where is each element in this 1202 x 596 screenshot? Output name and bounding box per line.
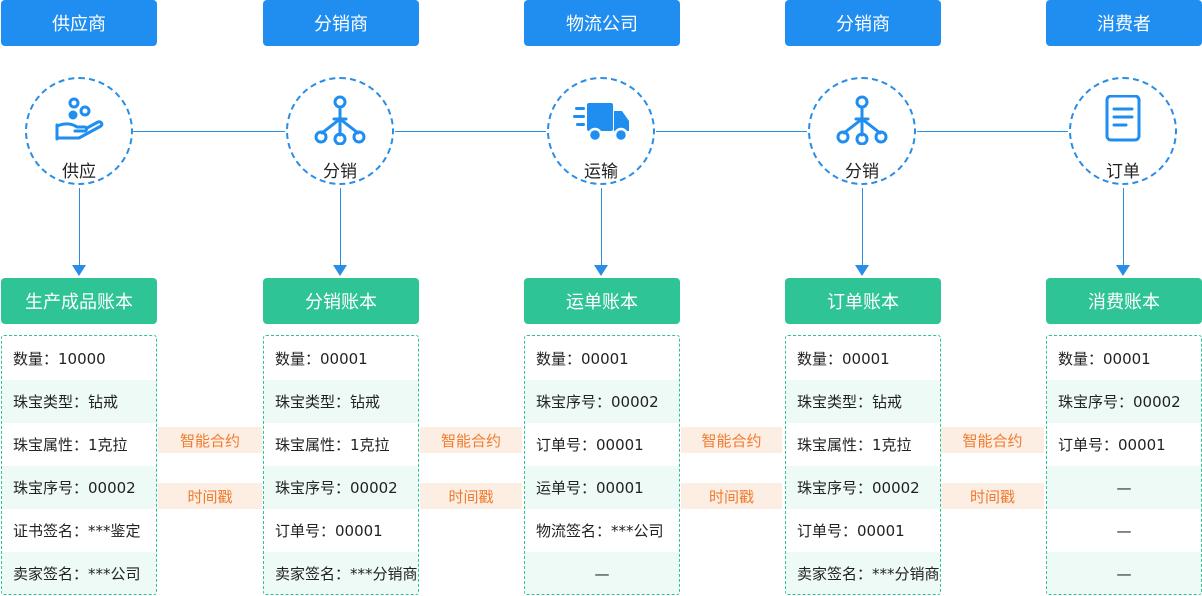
record-field: 数量：00001 — [536, 350, 629, 368]
ledger-order: 订单账本 — [785, 278, 941, 324]
delivery-truck-icon — [573, 103, 629, 143]
smart-contract-label: 智能合约 — [681, 427, 782, 453]
record-field: 物流签名：***公司 — [536, 522, 664, 540]
distribution-tree-icon — [314, 95, 366, 145]
stage-order: 订单 — [1069, 77, 1177, 185]
down-line — [601, 188, 602, 267]
record-field: 珠宝序号：00002 — [786, 466, 940, 509]
ledger-production: 生产成品账本 — [1, 278, 157, 324]
timestamp-label: 时间戳 — [158, 483, 262, 509]
stage-label: 分销 — [845, 162, 879, 182]
record-field: 订单号：00001 — [275, 522, 383, 540]
record-field: 珠宝序号：00002 — [525, 380, 679, 423]
record-field: 卖家签名：***分销商 — [264, 552, 418, 594]
flow-line — [917, 131, 1068, 132]
document-icon — [1105, 95, 1141, 142]
record-field: — — [1047, 466, 1201, 509]
record-field: 卖家签名：***分销商 — [786, 552, 940, 594]
record-field: 珠宝类型：钻戒 — [264, 380, 418, 423]
header-distributor-2: 分销商 — [785, 0, 941, 46]
stage-label: 分销 — [323, 162, 357, 182]
record-field: 数量：00001 — [275, 350, 368, 368]
down-arrow-icon — [594, 265, 608, 276]
record-field: 订单号：00001 — [536, 436, 644, 454]
record-field: 订单号：00001 — [797, 522, 905, 540]
record-field: — — [1116, 521, 1132, 540]
record-box-consumption: 数量：00001 珠宝序号：00002 订单号：00001 — — — — [1046, 335, 1202, 595]
down-arrow-icon — [855, 265, 869, 276]
stage-supply: 供应 — [25, 77, 133, 185]
hand-giving-icon — [55, 97, 104, 141]
flow-line — [395, 131, 546, 132]
record-field: 数量：00001 — [1058, 350, 1151, 368]
record-field: — — [525, 552, 679, 594]
ledger-consumption: 消费账本 — [1046, 278, 1202, 324]
ledger-distribution: 分销账本 — [263, 278, 419, 324]
record-field: 珠宝属性：1克拉 — [13, 436, 128, 454]
record-field: 卖家签名：***公司 — [2, 552, 156, 594]
down-arrow-icon — [333, 265, 347, 276]
record-field: 证书签名：***鉴定 — [13, 522, 141, 540]
record-field: 珠宝类型：钻戒 — [2, 380, 156, 423]
timestamp-label: 时间戳 — [681, 483, 782, 509]
header-supplier: 供应商 — [1, 0, 157, 46]
down-line — [79, 188, 80, 267]
distribution-tree-icon — [836, 95, 888, 145]
smart-contract-label: 智能合约 — [158, 427, 262, 453]
stage-distribution-2: 分销 — [808, 77, 916, 185]
header-logistics: 物流公司 — [524, 0, 680, 46]
down-arrow-icon — [72, 265, 86, 276]
down-line — [340, 188, 341, 267]
record-box-waybill: 数量：00001 珠宝序号：00002 订单号：00001 运单号：00001 … — [524, 335, 680, 595]
record-field: 珠宝序号：00002 — [264, 466, 418, 509]
down-line — [1123, 188, 1124, 267]
record-field: 订单号：00001 — [1058, 436, 1166, 454]
down-line — [862, 188, 863, 267]
record-field: 珠宝序号：00002 — [2, 466, 156, 509]
stage-label: 供应 — [62, 162, 96, 182]
timestamp-label: 时间戳 — [941, 483, 1044, 509]
flow-line — [656, 131, 807, 132]
flow-line — [133, 131, 285, 132]
stage-label: 运输 — [584, 162, 618, 182]
record-field: 珠宝属性：1克拉 — [275, 436, 390, 454]
record-box-production: 数量：10000 珠宝类型：钻戒 珠宝属性：1克拉 珠宝序号：00002 证书签… — [1, 335, 157, 595]
down-arrow-icon — [1116, 265, 1130, 276]
timestamp-label: 时间戳 — [420, 483, 522, 509]
record-field: 数量：10000 — [13, 350, 106, 368]
header-distributor-1: 分销商 — [263, 0, 419, 46]
record-box-distribution: 数量：00001 珠宝类型：钻戒 珠宝属性：1克拉 珠宝序号：00002 订单号… — [263, 335, 419, 595]
record-field: 珠宝类型：钻戒 — [786, 380, 940, 423]
record-box-order: 数量：00001 珠宝类型：钻戒 珠宝属性：1克拉 珠宝序号：00002 订单号… — [785, 335, 941, 595]
record-field: 数量：00001 — [797, 350, 890, 368]
smart-contract-label: 智能合约 — [420, 427, 522, 453]
header-consumer: 消费者 — [1046, 0, 1202, 46]
stage-label: 订单 — [1106, 162, 1140, 182]
smart-contract-label: 智能合约 — [941, 427, 1044, 453]
ledger-waybill: 运单账本 — [524, 278, 680, 324]
record-field: 珠宝属性：1克拉 — [797, 436, 912, 454]
record-field: 珠宝序号：00002 — [1047, 380, 1201, 423]
record-field: — — [1047, 552, 1201, 594]
record-field: 运单号：00001 — [525, 466, 679, 509]
stage-distribution-1: 分销 — [286, 77, 394, 185]
stage-transport: 运输 — [547, 77, 655, 185]
